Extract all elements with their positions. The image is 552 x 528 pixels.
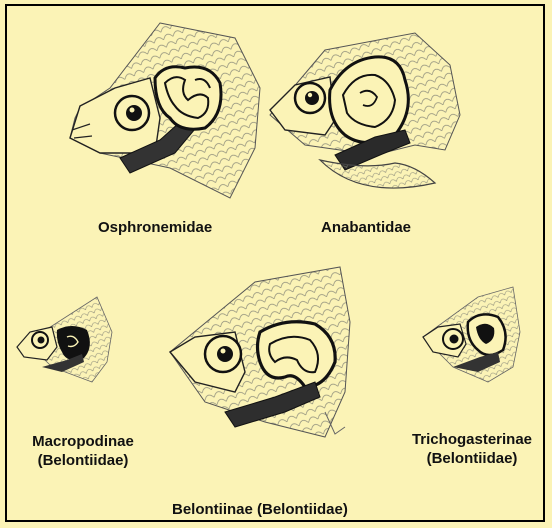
osphronemidae-head-illustration [60, 18, 270, 208]
macropodinae-head-illustration [12, 292, 122, 387]
label-belontiinae: Belontiinae (Belontiidae) [172, 500, 348, 519]
label-osphronemidae: Osphronemidae [98, 218, 212, 237]
label-macropodinae: Macropodinae (Belontiidae) [18, 432, 148, 470]
trichogasterinae-head-illustration [418, 282, 528, 392]
label-trichogasterinae: Trichogasterinae (Belontiidae) [402, 430, 542, 468]
belontiinae-head-illustration [165, 262, 360, 452]
label-anabantidae: Anabantidae [321, 218, 411, 237]
label-trichogasterinae-line2: (Belontiidae) [402, 449, 542, 468]
label-trichogasterinae-line1: Trichogasterinae [402, 430, 542, 449]
label-macropodinae-line2: (Belontiidae) [18, 451, 148, 470]
anabantidae-head-illustration [265, 25, 465, 200]
label-macropodinae-line1: Macropodinae [18, 432, 148, 451]
